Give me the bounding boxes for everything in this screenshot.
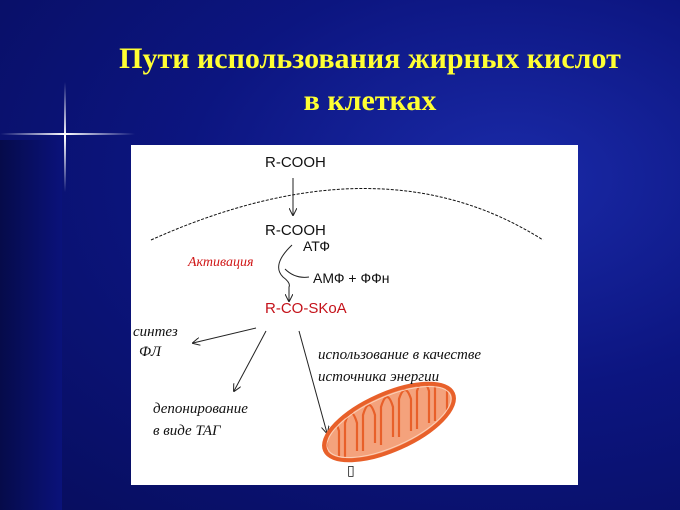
deposit-line2: в виде ТАГ [153,420,248,442]
slide-title: Пути использования жирных кислот в клетк… [60,38,680,122]
membrane-line [151,189,543,241]
synthesis-line1: синтез [133,322,178,342]
diagram-panel: R-COOH R-COOH АТФ Активация АМФ + ФФн R-… [131,145,578,485]
atp-label: АТФ [303,238,330,254]
energy-note: использование в качестве источника энерг… [318,344,481,388]
synthesis-line2: ФЛ [133,342,178,362]
sparkle-icon-horizontal [0,133,135,135]
arrow-to-deposit [234,331,266,391]
amp-ppi-label: АМФ + ФФн [313,270,389,286]
synthesis-note: синтез ФЛ [133,322,178,362]
rcooh-outside-label: R-COOH [265,154,326,171]
energy-line1: использование в качестве [318,344,481,366]
activation-label: Активация [188,255,254,271]
arrow-to-synthesis [193,328,256,343]
deposit-note: депонирование в виде ТАГ [153,398,248,442]
slide-title-line1: Пути использования жирных кислот [60,38,680,80]
energy-line2: источника энергии [318,366,481,388]
left-decor-band [0,140,62,510]
amp-branch-line [285,269,309,277]
rcooh-inside-label: R-COOH [265,222,326,239]
acyl-coa-label: R-CO-SKoA [265,300,347,317]
placeholder-glyph: ▯ [347,463,355,479]
deposit-line1: депонирование [153,398,248,420]
slide-title-line2: в клетках [60,80,680,122]
